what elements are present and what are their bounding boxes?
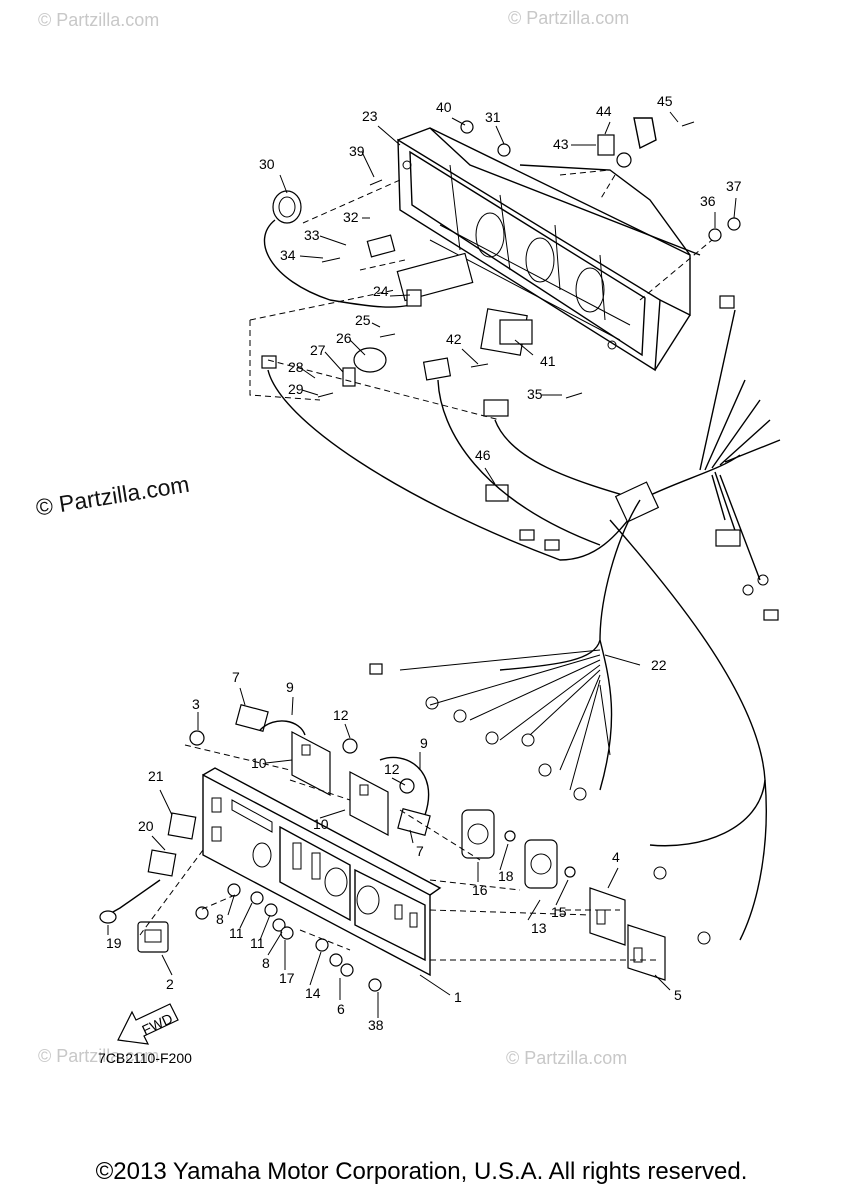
callout: 9 xyxy=(286,679,294,695)
callout: 39 xyxy=(349,143,365,159)
callout: 26 xyxy=(336,330,352,346)
callout: 18 xyxy=(498,868,514,884)
callout: 7 xyxy=(232,669,240,685)
watermark-bottom-left: © Partzilla.com xyxy=(38,1046,160,1066)
callout: 36 xyxy=(700,193,716,209)
callout: 10 xyxy=(251,755,267,771)
figure-code: 7CB2110-F200 xyxy=(98,1050,192,1066)
callout: 28 xyxy=(288,359,304,375)
callout: 30 xyxy=(259,156,275,172)
callout: 8 xyxy=(262,955,270,971)
callout: 9 xyxy=(420,735,428,751)
outlets-10 xyxy=(291,731,389,836)
panel-box-frame xyxy=(397,127,701,372)
screws-lower xyxy=(189,730,415,992)
callout: 37 xyxy=(726,178,742,194)
reference-lines xyxy=(139,169,713,961)
callout: 4 xyxy=(612,849,620,865)
leader-lines xyxy=(107,111,737,1018)
callout: 11 xyxy=(229,925,244,941)
breakers-7 xyxy=(235,703,431,837)
callout: 21 xyxy=(148,768,164,784)
callout: 12 xyxy=(384,761,400,777)
switches-20-21-2 xyxy=(99,812,197,953)
callout: 32 xyxy=(343,209,359,225)
callout: 17 xyxy=(279,970,295,986)
callout: 29 xyxy=(288,381,304,397)
wire-harness-22 xyxy=(267,295,781,945)
fwd-arrow: FWD xyxy=(117,1003,179,1045)
breakers-4-5 xyxy=(589,887,666,981)
callout: 1 xyxy=(454,989,462,1005)
callout: 20 xyxy=(138,818,154,834)
callout: 42 xyxy=(446,331,462,347)
callout: 38 xyxy=(368,1017,384,1033)
callout: 11 xyxy=(250,935,265,951)
callout: 34 xyxy=(280,247,296,263)
callout: 44 xyxy=(596,103,612,119)
callout: 24 xyxy=(373,283,389,299)
callout: 14 xyxy=(305,985,321,1001)
callout: 19 xyxy=(106,935,122,951)
callout: 7 xyxy=(416,843,424,859)
callout: 23 xyxy=(362,108,378,124)
callout: 15 xyxy=(551,904,567,920)
callout: 35 xyxy=(527,386,543,402)
callout: 25 xyxy=(355,312,371,328)
callout: 8 xyxy=(216,911,224,927)
fwd-label: FWD xyxy=(139,1010,175,1038)
copyright-notice: ©2013 Yamaha Motor Corporation, U.S.A. A… xyxy=(95,1158,748,1185)
callout: 12 xyxy=(333,707,349,723)
callout: 43 xyxy=(553,136,569,152)
callout: 31 xyxy=(485,109,501,125)
callout: 40 xyxy=(436,99,452,115)
callout-numbers: 1 2 3 5 6 7 7 8 8 9 9 10 10 11 11 12 12 … xyxy=(106,93,742,1033)
small-parts-upper xyxy=(261,117,741,502)
watermark-top-left: © Partzilla.com xyxy=(38,10,160,30)
meter-30 xyxy=(263,190,411,308)
callout: 16 xyxy=(472,882,488,898)
callout: 33 xyxy=(304,227,320,243)
callout: 10 xyxy=(313,816,329,832)
watermark-top-right: © Partzilla.com xyxy=(508,8,630,28)
watermark-bottom-right: © Partzilla.com xyxy=(506,1048,628,1068)
callout: 46 xyxy=(475,447,491,463)
callout: 6 xyxy=(337,1001,345,1017)
receptacles-16-13 xyxy=(461,809,576,889)
callout: 5 xyxy=(674,987,682,1003)
callout: 13 xyxy=(531,920,547,936)
callout: 27 xyxy=(310,342,326,358)
control-panel-1 xyxy=(202,767,442,977)
callout: 2 xyxy=(166,976,174,992)
callout: 3 xyxy=(192,696,200,712)
callout: 45 xyxy=(657,93,673,109)
callout: 41 xyxy=(540,353,556,369)
callout: 22 xyxy=(651,657,667,673)
